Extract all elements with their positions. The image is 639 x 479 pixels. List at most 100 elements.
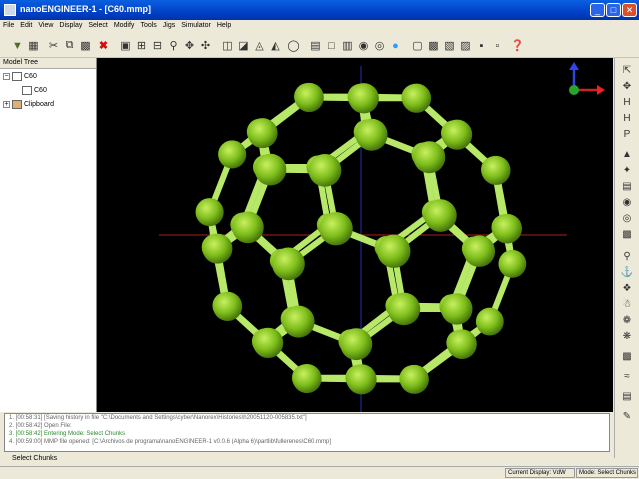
tree-item-chunk[interactable]: C60 <box>22 86 47 95</box>
atom[interactable] <box>340 328 373 361</box>
cut-icon[interactable]: ✂ <box>48 40 59 52</box>
menu-edit[interactable]: Edit <box>20 22 33 29</box>
rotate-icon[interactable]: ✣ <box>200 40 211 52</box>
open-icon[interactable]: ▼ <box>12 39 23 52</box>
glpane-viewport[interactable] <box>97 58 613 412</box>
view-iso-icon[interactable]: ◯ <box>287 40 300 52</box>
move-chunks-icon[interactable]: ▨ <box>460 40 471 52</box>
hydrogenate-icon[interactable]: H <box>623 97 631 108</box>
movie-icon[interactable]: ▩ <box>622 351 632 362</box>
atom[interactable] <box>254 153 287 186</box>
display-vdw-icon[interactable]: ▢ <box>412 40 423 52</box>
jig-icon[interactable]: ✎ <box>622 411 632 422</box>
atom[interactable] <box>498 249 527 278</box>
atom[interactable] <box>308 154 342 187</box>
pan-icon[interactable]: ✥ <box>184 40 195 52</box>
move-icon[interactable]: ✥ <box>622 81 632 92</box>
atom[interactable] <box>441 293 473 325</box>
dehydrogenate-icon[interactable]: H <box>623 113 631 124</box>
thermostat-icon[interactable]: ❖ <box>622 283 632 294</box>
display-invisible-icon[interactable]: □ <box>328 39 335 52</box>
select-chunks-icon[interactable]: ⇱ <box>622 65 632 76</box>
zoom-to-fit-icon[interactable]: ▣ <box>120 40 131 52</box>
invert-icon[interactable]: ✦ <box>622 165 632 176</box>
zoom-window-icon[interactable]: ⊞ <box>136 40 147 52</box>
menu-modify[interactable]: Modify <box>113 22 135 29</box>
menu-help[interactable]: Help <box>216 22 232 29</box>
maximize-button[interactable]: □ <box>606 3 621 17</box>
paste-icon[interactable]: ▩ <box>80 40 91 52</box>
atom[interactable] <box>292 364 322 394</box>
delete-icon[interactable]: ✖ <box>98 40 109 52</box>
atom[interactable] <box>413 141 446 174</box>
atom[interactable] <box>195 198 224 227</box>
passivate-icon[interactable]: P <box>623 129 631 140</box>
anchor-icon[interactable]: ⚓ <box>620 267 634 278</box>
model-tree-tab[interactable]: Model Tree <box>0 58 96 69</box>
gamess-icon[interactable]: ❁ <box>622 315 632 326</box>
simulator-icon[interactable]: ❋ <box>622 331 632 342</box>
atom[interactable] <box>294 82 324 113</box>
atom[interactable] <box>481 155 511 185</box>
display-cpk-icon[interactable]: ● <box>392 39 399 52</box>
atom[interactable] <box>212 291 243 321</box>
save-icon[interactable]: ▦ <box>28 40 39 52</box>
atom[interactable] <box>247 118 278 149</box>
menu-tools[interactable]: Tools <box>140 22 157 29</box>
rotary-motor-icon[interactable]: ▩ <box>622 229 632 240</box>
view-front-icon[interactable]: ◫ <box>222 40 233 52</box>
view-left-icon[interactable]: ◬ <box>255 40 264 52</box>
atom[interactable] <box>319 211 353 246</box>
command-line[interactable]: Select Chunks <box>0 453 614 465</box>
thermometer-icon[interactable]: ☃ <box>622 299 632 310</box>
atom[interactable] <box>399 364 429 394</box>
tree-item-part[interactable]: − C60 <box>3 72 37 81</box>
atom[interactable] <box>387 292 421 326</box>
stretch-icon[interactable]: ▲ <box>622 149 632 160</box>
zoom-icon[interactable]: ⊟ <box>152 40 163 52</box>
history-widget[interactable]: 1. [00:58:31] [Saving history in file "C… <box>4 413 610 452</box>
atom[interactable] <box>377 234 411 268</box>
atom[interactable] <box>202 233 233 264</box>
molecule-canvas[interactable] <box>97 58 613 412</box>
menu-display[interactable]: Display <box>59 22 83 29</box>
select-chunks-icon[interactable]: ▧ <box>444 40 455 52</box>
measure-icon[interactable]: ▤ <box>622 391 632 402</box>
atom[interactable] <box>475 307 504 336</box>
select-atoms-icon[interactable]: ▩ <box>428 40 439 52</box>
atom[interactable] <box>355 118 388 151</box>
merge-icon[interactable]: ◉ <box>622 197 632 208</box>
atom[interactable] <box>346 364 377 395</box>
title-bar[interactable]: nanoENGINEER-1 - [C60.mmp] _ □ ✕ <box>0 0 639 20</box>
atom[interactable] <box>492 213 522 244</box>
menu-view[interactable]: View <box>38 22 54 29</box>
atom[interactable] <box>424 199 457 232</box>
menu-select[interactable]: Select <box>88 22 108 29</box>
display-ball-stick-icon[interactable]: ◉ <box>358 40 369 52</box>
close-button[interactable]: ✕ <box>622 3 637 17</box>
menu-simulator[interactable]: Simulator <box>181 22 211 29</box>
atom[interactable] <box>442 119 473 150</box>
tree-item-clipboard[interactable]: + Clipboard <box>3 100 54 109</box>
display-lines-icon[interactable]: ▥ <box>342 40 353 52</box>
separate-icon[interactable]: ◎ <box>622 213 632 224</box>
atom[interactable] <box>282 305 315 338</box>
collapse-icon[interactable]: − <box>3 73 10 80</box>
menu-file[interactable]: File <box>3 22 15 29</box>
align-icon[interactable]: ▤ <box>622 181 632 192</box>
display-tubes-icon[interactable]: ◎ <box>374 40 385 52</box>
plot-icon[interactable]: ≈ <box>624 371 630 382</box>
view-right-icon[interactable]: ◭ <box>271 40 280 52</box>
whats-this-icon[interactable]: ❓ <box>510 40 525 52</box>
display-default-icon[interactable]: ▤ <box>310 40 321 52</box>
atom[interactable] <box>348 83 379 114</box>
magnify-icon[interactable]: ⚲ <box>169 40 178 52</box>
expand-icon[interactable]: + <box>3 101 10 108</box>
atom[interactable] <box>253 327 284 358</box>
view-back-icon[interactable]: ◪ <box>238 40 249 52</box>
minimize-button[interactable]: _ <box>590 3 605 17</box>
atom[interactable] <box>447 329 477 359</box>
atom[interactable] <box>463 235 496 267</box>
cookie-icon[interactable]: ▫ <box>495 39 500 52</box>
build-icon[interactable]: ▪ <box>479 39 484 52</box>
